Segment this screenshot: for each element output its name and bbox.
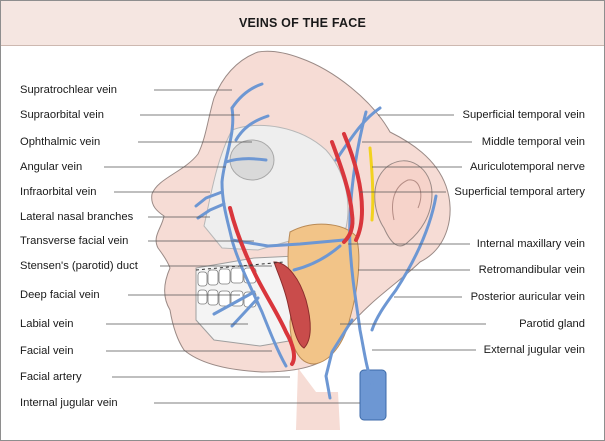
label-supraorbital-vein: Supraorbital vein (20, 109, 104, 121)
title-bar: VEINS OF THE FACE (1, 1, 604, 46)
ear-inner (392, 179, 422, 221)
label-ophthalmic-vein: Ophthalmic vein (20, 136, 101, 148)
label-infraorbital-vein: Infraorbital vein (20, 186, 97, 198)
label-angular-vein: Angular vein (20, 161, 83, 173)
label-facial-vein: Facial vein (20, 345, 74, 357)
auriculotemporal-nerve (368, 146, 375, 222)
label-auriculotemporal-nerve: Auriculotemporal nerve (469, 161, 585, 173)
label-parotid-gland: Parotid gland (519, 318, 585, 330)
label-internal-maxillary-vein: Internal maxillary vein (476, 238, 585, 250)
label-transverse-facial-vein: Transverse facial vein (20, 235, 129, 247)
neck-skin (296, 368, 340, 430)
label-internal-jugular-vein: Internal jugular vein (20, 397, 118, 409)
label-external-jugular-vein: External jugular vein (483, 344, 585, 356)
label-labial-vein: Labial vein (20, 318, 74, 330)
label-lateral-nasal-branches: Lateral nasal branches (20, 211, 134, 223)
label-supratrochlear-vein: Supratrochlear vein (20, 84, 118, 96)
label-retromandibular-vein: Retromandibular vein (478, 264, 585, 276)
label-stensens-duct: Stensen's (parotid) duct (20, 260, 138, 272)
label-posterior-auricular-vein: Posterior auricular vein (470, 291, 585, 303)
leader-lines (104, 89, 486, 404)
label-deep-facial-vein: Deep facial vein (20, 289, 100, 301)
internal-jugular-vein-trunk (359, 369, 387, 421)
figure-title: VEINS OF THE FACE (238, 16, 367, 30)
label-superficial-temporal-artery: Superficial temporal artery (454, 186, 585, 198)
label-facial-artery: Facial artery (20, 371, 82, 383)
label-middle-temporal-vein: Middle temporal vein (481, 136, 585, 148)
label-superficial-temporal-vein: Superficial temporal vein (462, 109, 586, 121)
ear (374, 160, 433, 247)
masseter-muscle (273, 261, 311, 349)
